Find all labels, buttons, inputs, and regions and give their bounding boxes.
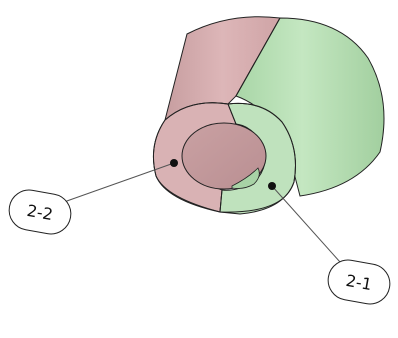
split-line-face-lower xyxy=(219,189,223,213)
leader-dot-2-2 xyxy=(170,159,178,167)
leader-line-2-2 xyxy=(63,162,175,203)
bore-hole xyxy=(181,122,267,190)
callout-bubble-2-1 xyxy=(327,259,391,305)
leader-dot-2-1 xyxy=(268,182,276,190)
bore-inner-green-band xyxy=(231,167,260,189)
split-line-face xyxy=(227,103,237,125)
callout-bubble-2-2 xyxy=(8,189,72,235)
split-line-cone xyxy=(235,17,281,97)
callout-2-1: 2-1 xyxy=(327,259,391,305)
front-rim-outline xyxy=(153,102,296,213)
callout-label-2-1: 2-1 xyxy=(344,271,373,294)
callout-label-2-2: 2-2 xyxy=(25,201,54,224)
leader-line-2-1 xyxy=(271,185,341,263)
callout-2-2: 2-2 xyxy=(8,189,72,235)
